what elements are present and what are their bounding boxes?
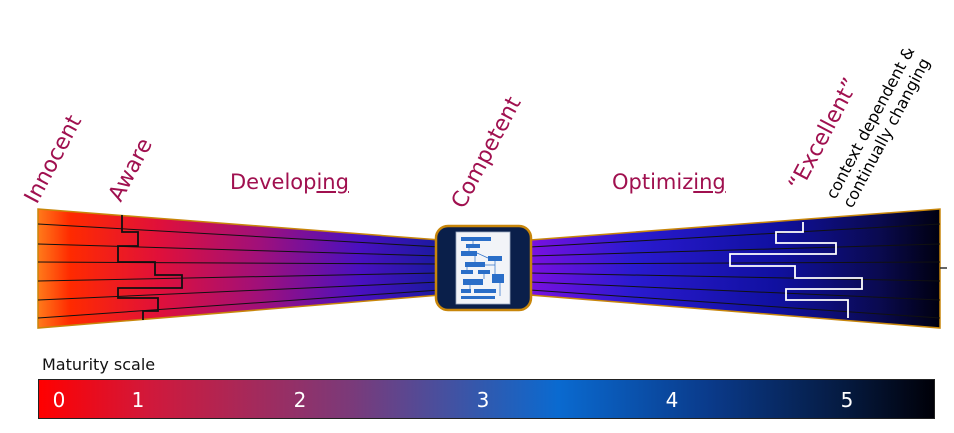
process-flow-thumbnail <box>455 231 511 305</box>
stage-label-optimizing: Optimizing <box>612 170 726 194</box>
process-flow-connectors <box>466 241 501 296</box>
left-funnel-wedge <box>37 208 441 329</box>
scale-tick-5: 5 <box>840 388 854 412</box>
scale-tick-2: 2 <box>293 388 307 412</box>
scale-tick-0: 0 <box>52 388 66 412</box>
maturity-scale-bar: 0 1 2 3 4 5 <box>38 379 935 419</box>
scale-tick-4: 4 <box>665 388 679 412</box>
maturity-scale-caption: Maturity scale <box>42 355 156 374</box>
right-funnel-wedge <box>529 208 941 329</box>
left-funnel-lines <box>37 223 441 319</box>
scale-tick-3: 3 <box>476 388 490 412</box>
process-flow-blocks <box>461 237 504 299</box>
excellent-profile-line <box>729 222 863 318</box>
right-funnel-lines <box>529 223 941 319</box>
scale-tick-1: 1 <box>131 388 145 412</box>
aware-profile-line <box>117 215 183 320</box>
stage-label-developing: Developing <box>230 170 349 194</box>
